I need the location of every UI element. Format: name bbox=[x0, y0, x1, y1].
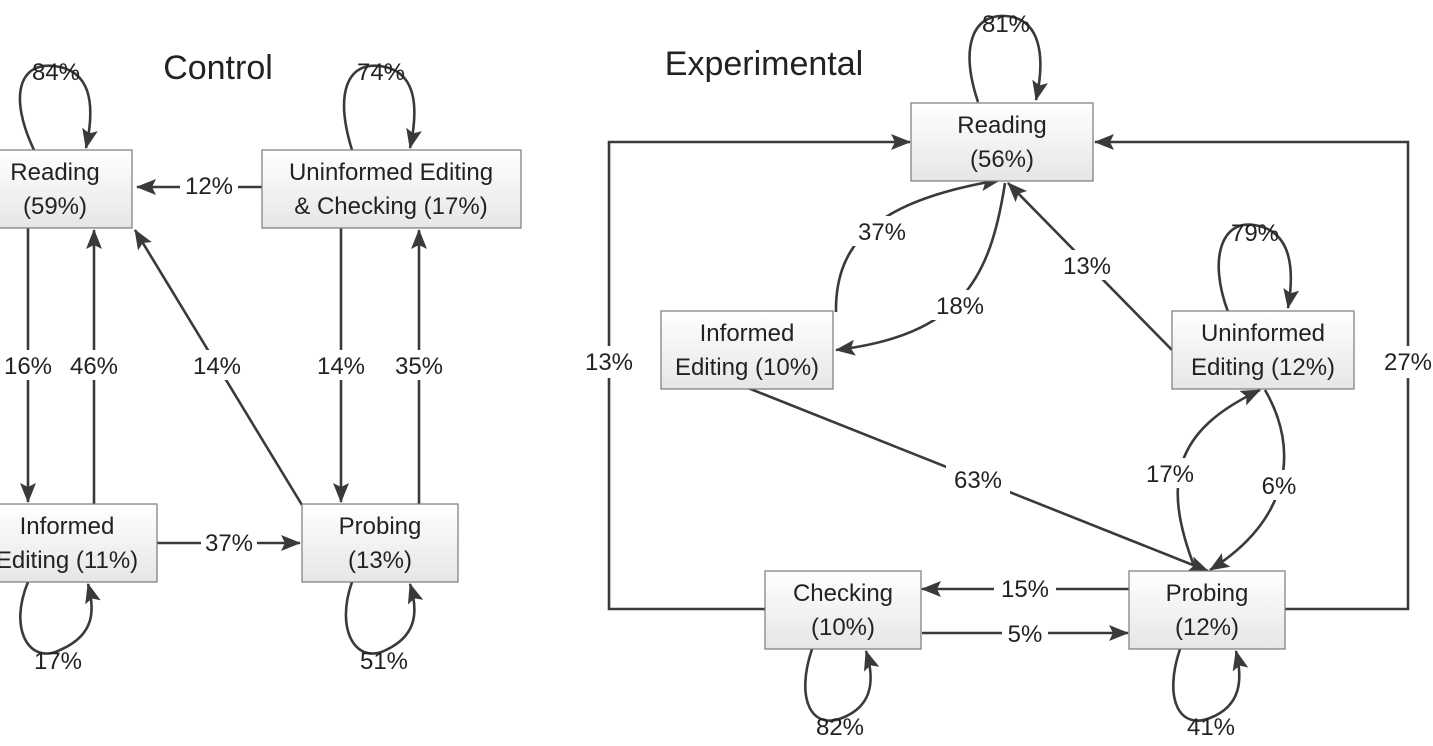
control-label-informed-to-probing: 37% bbox=[205, 530, 253, 557]
control-state-reading: Reading (59%) bbox=[0, 149, 133, 229]
experimental-state-uninformed: Uninformed Editing (12%) bbox=[1171, 310, 1355, 390]
experimental-edge-reading-self bbox=[968, 14, 1048, 103]
experimental-edge-reading-to-informed bbox=[835, 182, 1007, 356]
state-label: Uninformed Editing bbox=[289, 159, 493, 186]
experimental-edge-uninformed-self bbox=[1217, 223, 1300, 313]
experimental-edge-checking-self bbox=[803, 648, 880, 722]
experimental-label-reading-self: 81% bbox=[982, 11, 1030, 38]
control-edge-uninformed-checking-self bbox=[342, 64, 422, 151]
control-label-probing-self: 51% bbox=[360, 648, 408, 675]
state-label: Reading bbox=[957, 112, 1046, 139]
experimental-label-uninformed-to-probing: 6% bbox=[1262, 473, 1297, 500]
experimental-state-informed: Informed Editing (10%) bbox=[660, 310, 834, 390]
control-state-probing: Probing (13%) bbox=[301, 503, 459, 583]
state-percent: (13%) bbox=[348, 547, 412, 574]
control-label-informed-self: 17% bbox=[34, 648, 82, 675]
control-edge-informed-self bbox=[19, 581, 101, 655]
experimental-state-checking: Checking (10%) bbox=[764, 570, 922, 650]
state-percent: (59%) bbox=[23, 193, 87, 220]
state-percent: (10%) bbox=[811, 614, 875, 641]
experimental-label-checking-to-reading: 13% bbox=[585, 349, 633, 376]
control-title: Control bbox=[163, 49, 273, 87]
experimental-state-reading: Reading (56%) bbox=[910, 102, 1094, 182]
control-label-uninformed-checking-self: 74% bbox=[357, 59, 405, 86]
experimental-label-informed-to-probing: 63% bbox=[954, 467, 1002, 494]
state-label: Informed bbox=[700, 320, 795, 347]
experimental-state-probing: Probing (12%) bbox=[1128, 570, 1286, 650]
experimental-label-probing-to-checking: 15% bbox=[1001, 576, 1049, 603]
control-label-probing-to-uninformed-checking: 35% bbox=[395, 353, 443, 380]
state-label: Probing bbox=[1166, 580, 1249, 607]
experimental-label-checking-self: 82% bbox=[816, 714, 864, 741]
experimental-label-probing-to-reading: 27% bbox=[1384, 349, 1432, 376]
control-state-informed: Informed Editing (11%) bbox=[0, 503, 158, 583]
control-label-uninformed-checking-to-reading: 12% bbox=[185, 173, 233, 200]
state-percent: Editing (10%) bbox=[675, 354, 819, 381]
control-edge-probing-self bbox=[344, 581, 424, 655]
state-percent: Editing (11%) bbox=[0, 547, 138, 574]
state-label: Uninformed bbox=[1201, 320, 1325, 347]
control-label-reading-to-informed: 16% bbox=[4, 353, 52, 380]
experimental-panel: Experimental Reading (56%) Informed Edit… bbox=[578, 11, 1433, 741]
control-label-informed-to-reading: 46% bbox=[70, 353, 118, 380]
state-label: Informed bbox=[20, 513, 115, 540]
experimental-label-uninformed-self: 79% bbox=[1231, 220, 1279, 247]
experimental-title: Experimental bbox=[665, 45, 863, 83]
control-edge-reading-self bbox=[18, 64, 98, 151]
state-percent: & Checking (17%) bbox=[294, 193, 487, 220]
experimental-label-uninformed-to-reading: 13% bbox=[1063, 253, 1111, 280]
state-percent: (56%) bbox=[970, 146, 1034, 173]
state-percent: Editing (12%) bbox=[1191, 354, 1335, 381]
state-label: Checking bbox=[793, 580, 893, 607]
experimental-label-probing-self: 41% bbox=[1187, 714, 1235, 741]
experimental-edge-probing-self bbox=[1171, 648, 1249, 722]
state-label: Probing bbox=[339, 513, 422, 540]
control-label-uninformed-checking-to-probing: 14% bbox=[317, 353, 365, 380]
control-label-reading-self: 84% bbox=[32, 59, 80, 86]
experimental-label-reading-to-informed: 18% bbox=[936, 293, 984, 320]
experimental-label-informed-to-reading: 37% bbox=[858, 219, 906, 246]
control-state-uninformed-checking: Uninformed Editing & Checking (17%) bbox=[261, 149, 522, 229]
state-percent: (12%) bbox=[1175, 614, 1239, 641]
experimental-label-probing-to-uninformed: 17% bbox=[1146, 461, 1194, 488]
state-label: Reading bbox=[10, 159, 99, 186]
control-panel: Control Reading (59%) Uninformed Editing… bbox=[0, 49, 522, 675]
experimental-label-checking-to-probing: 5% bbox=[1008, 621, 1043, 648]
control-label-probing-to-reading: 14% bbox=[193, 353, 241, 380]
